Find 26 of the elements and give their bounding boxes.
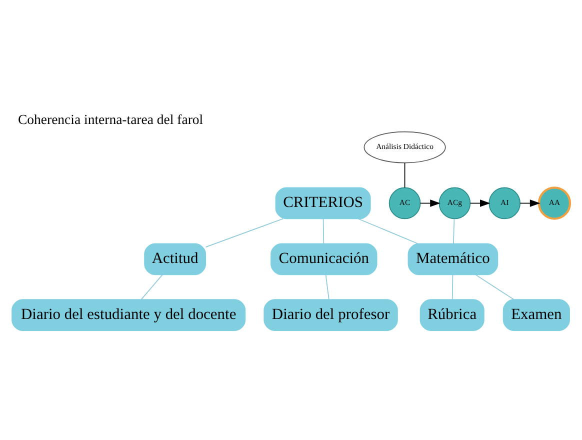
connector — [322, 218, 324, 244]
diagram-title: Coherencia interna-tarea del farol — [18, 112, 204, 127]
arrow — [420, 200, 440, 207]
connector — [452, 274, 454, 300]
connector — [453, 218, 455, 244]
connector — [140, 274, 163, 300]
node-box: Comunicación — [270, 243, 378, 276]
connector — [475, 274, 514, 300]
node-box: CRITERIOS — [275, 187, 371, 220]
node-circle: AA — [538, 186, 572, 220]
node-circle: ACg — [438, 187, 471, 220]
node-ellipse: Análisis Didáctico — [364, 131, 446, 164]
node-box: Rúbrica — [420, 299, 484, 331]
node-circle: AI — [488, 187, 520, 220]
connector — [205, 218, 284, 248]
node-box: Actitud — [144, 243, 206, 276]
connector — [404, 162, 406, 188]
connector — [358, 218, 418, 244]
connector — [325, 274, 330, 300]
node-box: Examen — [502, 299, 570, 331]
arrow — [520, 200, 540, 207]
node-box: Diario del profesor — [264, 299, 398, 331]
node-circle: AC — [388, 187, 421, 220]
arrow — [470, 200, 490, 207]
node-box: Matemático — [408, 243, 498, 276]
node-box: Diario del estudiante y del docente — [12, 299, 246, 331]
